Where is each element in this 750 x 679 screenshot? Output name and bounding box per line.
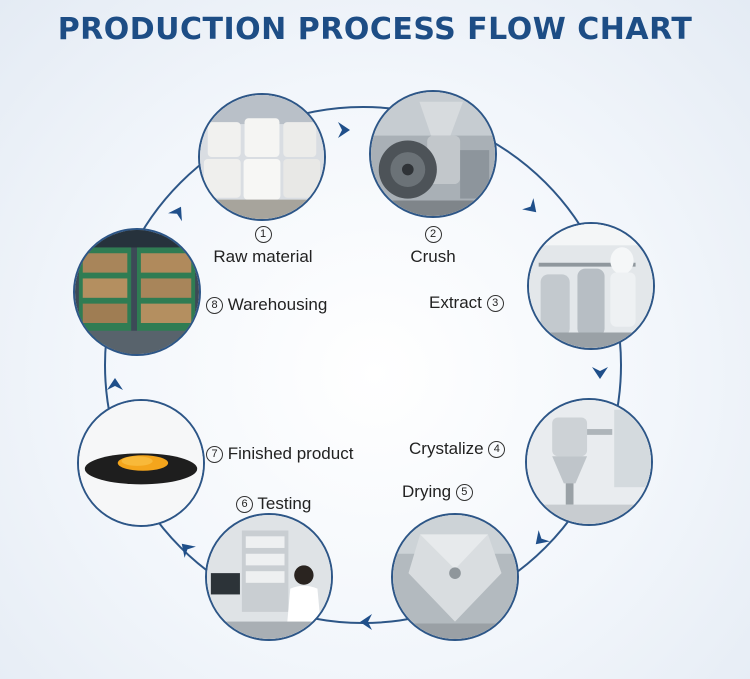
arrow-icon [529, 529, 551, 551]
step-number: 2 [424, 226, 442, 243]
arrow-icon [355, 611, 377, 633]
step-label-warehousing: 8 Warehousing [206, 295, 327, 315]
arrow-icon [167, 201, 189, 223]
arrow-icon [521, 197, 543, 219]
step-label-drying: Drying 5 [402, 482, 473, 502]
step-number: 7 [206, 446, 223, 463]
step-image-warehousing [73, 228, 201, 356]
page-title: PRODUCTION PROCESS FLOW CHART [57, 12, 693, 47]
step-image-testing [205, 513, 333, 641]
step-text: Testing [257, 494, 312, 513]
step-number: 5 [455, 484, 473, 501]
step-label-extract: Extract 3 [429, 293, 504, 313]
step-text: Extract [429, 293, 482, 312]
step-number: 4 [488, 441, 506, 458]
step-label-crush: 2 Crush [398, 226, 468, 267]
step-text: Drying [402, 482, 452, 501]
step-image-drying [391, 513, 519, 641]
step-text: Warehousing [227, 295, 328, 314]
step-number: 8 [206, 297, 223, 314]
step-label-testing: 6 Testing [236, 494, 311, 514]
step-label-finished-product: 7 Finished product [206, 444, 353, 464]
step-label-raw-material: 1 Raw material [208, 226, 318, 267]
step-image-finished-product [77, 399, 205, 527]
step-label-crystalize: Crystalize 4 [409, 439, 506, 459]
step-text: Finished product [227, 444, 354, 463]
step-text: Crush [410, 247, 456, 266]
arrow-icon [589, 362, 611, 384]
step-image-crush [369, 90, 497, 218]
arrow-icon [333, 119, 355, 141]
step-image-crystalize [525, 398, 653, 526]
step-image-raw-material [198, 93, 326, 221]
step-number: 6 [236, 496, 253, 513]
arrow-icon [104, 373, 126, 395]
step-number: 3 [486, 295, 504, 312]
step-image-extract [527, 222, 655, 350]
step-text: Crystalize [409, 439, 484, 458]
step-number: 1 [254, 226, 272, 243]
arrow-icon [175, 537, 197, 559]
step-text: Raw material [213, 247, 313, 266]
